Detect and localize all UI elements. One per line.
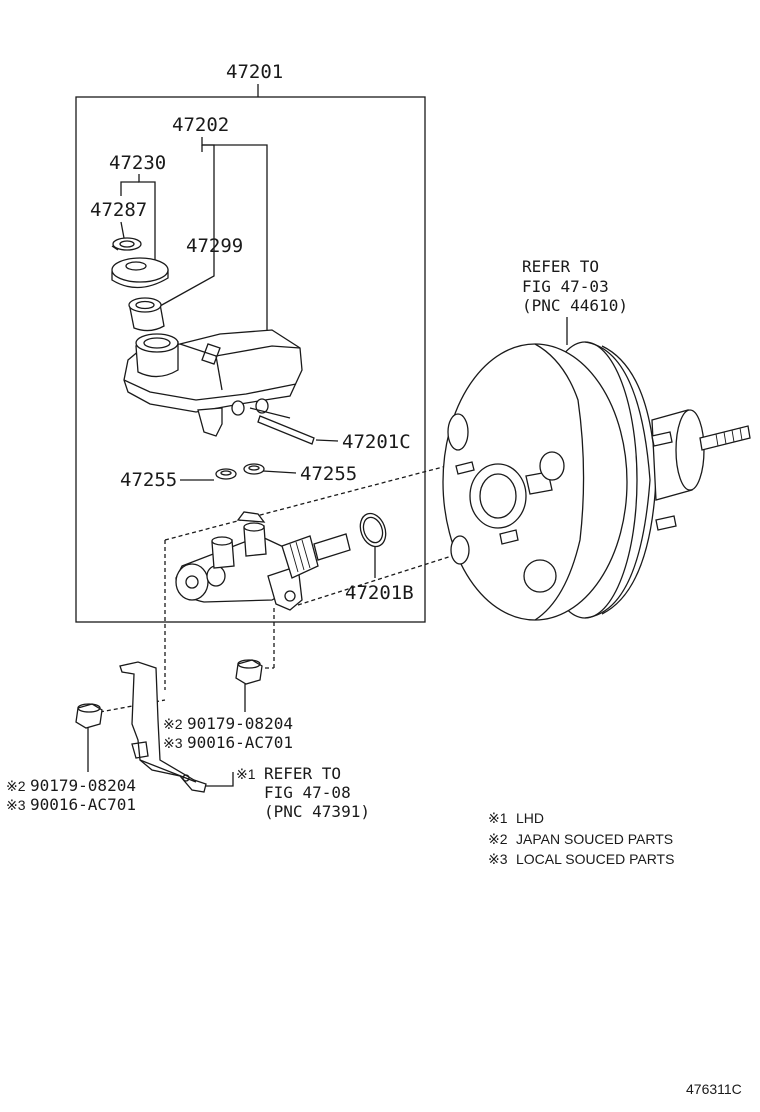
pin-47201c[interactable] xyxy=(257,415,315,445)
callout-47255-left[interactable]: 47255 xyxy=(120,469,177,491)
callout-47230[interactable]: 47230 xyxy=(109,152,166,174)
strainer-47299[interactable] xyxy=(128,297,165,332)
legend-text-3: LOCAL SOUCED PARTS xyxy=(516,851,674,867)
illustration-code: 476311C xyxy=(686,1081,742,1097)
reservoir-cap[interactable] xyxy=(111,257,169,289)
callout-47255-right[interactable]: 47255 xyxy=(300,463,357,485)
bracket-reference[interactable]: ※1 REFER TO FIG 47-08 (PNC 47391) xyxy=(236,764,370,821)
booster-ref-line3: (PNC 44610) xyxy=(522,296,628,315)
cap-clip-47287[interactable] xyxy=(111,237,142,251)
bracket[interactable] xyxy=(119,661,207,793)
legend-mark-3: ※3 xyxy=(488,851,508,867)
legend-mark-1: ※1 xyxy=(488,810,508,826)
booster-reference[interactable]: REFER TO FIG 47-03 (PNC 44610) xyxy=(522,257,628,315)
legend: ※1 LHD ※2 JAPAN SOUCED PARTS ※3 LOCAL SO… xyxy=(488,810,674,867)
assembly-box xyxy=(75,96,426,623)
bracket-ref-line1: REFER TO xyxy=(264,764,341,783)
nut-right-parts[interactable]: ※2 90179-08204 ※3 90016-AC701 xyxy=(163,714,293,752)
legend-text-1: LHD xyxy=(516,810,544,826)
booster-ref-line1: REFER TO xyxy=(522,257,599,276)
bracket-ref-line3: (PNC 47391) xyxy=(264,802,370,821)
nut-left-mark1: ※2 xyxy=(6,778,26,794)
legend-text-2: JAPAN SOUCED PARTS xyxy=(516,831,673,847)
nut-left-mark2: ※3 xyxy=(6,797,26,813)
brake-booster[interactable] xyxy=(442,341,751,621)
nut-left[interactable] xyxy=(75,703,103,729)
nut-left-part1: 90179-08204 xyxy=(30,776,136,795)
nut-right-part2: 90016-AC701 xyxy=(187,733,293,752)
nut-right-part1: 90179-08204 xyxy=(187,714,293,733)
legend-mark-2: ※2 xyxy=(488,831,508,847)
nut-left-parts[interactable]: ※2 90179-08204 ※3 90016-AC701 xyxy=(6,776,136,814)
bracket-ref-line2: FIG 47-08 xyxy=(264,783,351,802)
callout-47201b[interactable]: 47201B xyxy=(345,582,414,604)
callout-47201[interactable]: 47201 xyxy=(226,61,283,83)
callout-47202[interactable]: 47202 xyxy=(172,114,229,136)
bracket-ref-mark: ※1 xyxy=(236,766,256,782)
grommet-47255-right[interactable] xyxy=(243,463,265,475)
booster-ref-line2: FIG 47-03 xyxy=(522,277,609,296)
callout-47201c[interactable]: 47201C xyxy=(342,431,411,453)
grommet-47255-left[interactable] xyxy=(215,468,237,480)
nut-right[interactable] xyxy=(235,659,263,685)
nut-right-mark2: ※3 xyxy=(163,735,183,751)
o-ring-47201b[interactable] xyxy=(356,510,390,550)
nut-right-mark1: ※2 xyxy=(163,716,183,732)
nut-left-part2: 90016-AC701 xyxy=(30,795,136,814)
leader-lines xyxy=(87,84,568,787)
master-cylinder[interactable] xyxy=(175,511,351,611)
callout-47287[interactable]: 47287 xyxy=(90,199,147,221)
reservoir-tank[interactable] xyxy=(123,329,303,437)
